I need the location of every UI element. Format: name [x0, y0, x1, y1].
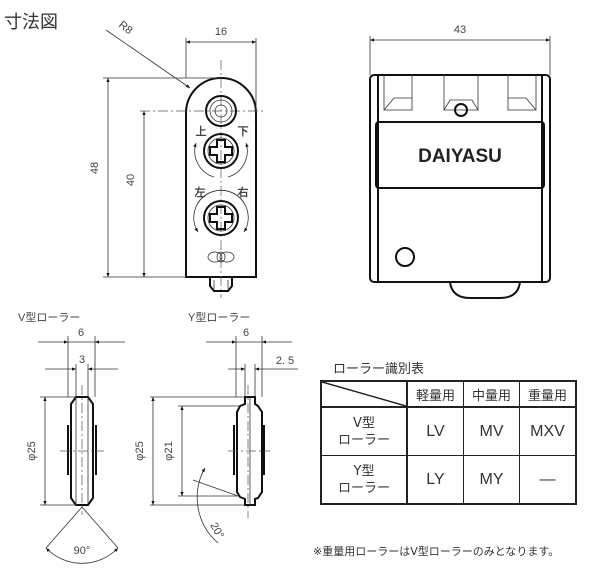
- pitch-dim-40: 40: [125, 174, 137, 186]
- plate-outline: [185, 77, 257, 278]
- mark-down: 下: [238, 125, 249, 138]
- radius-dim: R8: [116, 19, 134, 37]
- y-angle-dim: 20°: [207, 521, 226, 541]
- height-dim-48: 48: [89, 162, 101, 174]
- row-label-line1: V型: [353, 415, 375, 431]
- table-cell: LV: [406, 406, 464, 456]
- slot-icon: [207, 251, 235, 263]
- header-light: 軽量用: [406, 380, 464, 408]
- mark-up: 上: [196, 124, 207, 138]
- roller-identification-table: 軽量用 中量用 重量用 V型ローラー LV MV MXV Y型ローラー LY M…: [320, 380, 577, 505]
- side-view: DAIYASU 43: [369, 24, 551, 299]
- v-diameter-dim: φ25: [26, 441, 38, 460]
- screw-height-icon: [193, 133, 249, 178]
- diagonal-header-cell: [320, 380, 408, 408]
- table-cell: MV: [463, 406, 520, 456]
- brand-logo: DAIYASU: [418, 146, 502, 167]
- y-width-dim: 6: [243, 327, 249, 339]
- table-header-row: 軽量用 中量用 重量用: [320, 380, 577, 408]
- table-cell: —: [519, 455, 577, 505]
- table-row: Y型ローラー LY MY —: [320, 455, 577, 505]
- width-dim-16: 16: [215, 26, 227, 38]
- header-heavy: 重量用: [519, 380, 577, 408]
- y-diameter-dim: φ25: [134, 441, 146, 460]
- row-label-line1: Y型: [353, 463, 375, 479]
- header-medium: 中量用: [463, 380, 520, 408]
- v-width-dim: 6: [78, 327, 84, 339]
- y-roller-label: Y型ローラー: [188, 310, 250, 324]
- y-inner-diameter-dim: φ21: [163, 441, 175, 460]
- row-label: V型ローラー: [320, 406, 408, 456]
- y-roller-view: Y型ローラー 6 2. 5 φ25 φ21 20°: [134, 310, 298, 544]
- screw-lateral-icon: [193, 189, 249, 236]
- table-cell: LY: [406, 455, 464, 505]
- diagonal-line: [322, 382, 406, 406]
- table-title: ローラー識別表: [333, 362, 425, 377]
- mark-right: 右: [237, 185, 249, 199]
- mount-hole-icon: [205, 95, 237, 127]
- width-dim-43: 43: [454, 24, 466, 36]
- page-title: 寸法図: [4, 12, 58, 33]
- table-cell: MY: [463, 455, 520, 505]
- v-roller-view: V型ローラー 6 3 φ25 90°: [18, 310, 125, 564]
- v-inner-dim: 3: [79, 354, 85, 366]
- y-inner-dim: 2. 5: [276, 355, 294, 367]
- row-label-line2: ローラー: [337, 480, 390, 496]
- row-label: Y型ローラー: [320, 455, 408, 505]
- table-row: V型ローラー LV MV MXV: [320, 406, 577, 456]
- front-view: 上 下 左 右 16 R8 48 40: [89, 19, 266, 298]
- mark-left: 左: [194, 185, 206, 199]
- table-cell: MXV: [519, 406, 577, 456]
- row-label-line2: ローラー: [337, 432, 390, 448]
- v-roller-label: V型ローラー: [18, 310, 80, 324]
- footnote: ※重量用ローラーはV型ローラーのみとなります。: [313, 545, 560, 558]
- v-angle-dim: 90°: [74, 545, 91, 557]
